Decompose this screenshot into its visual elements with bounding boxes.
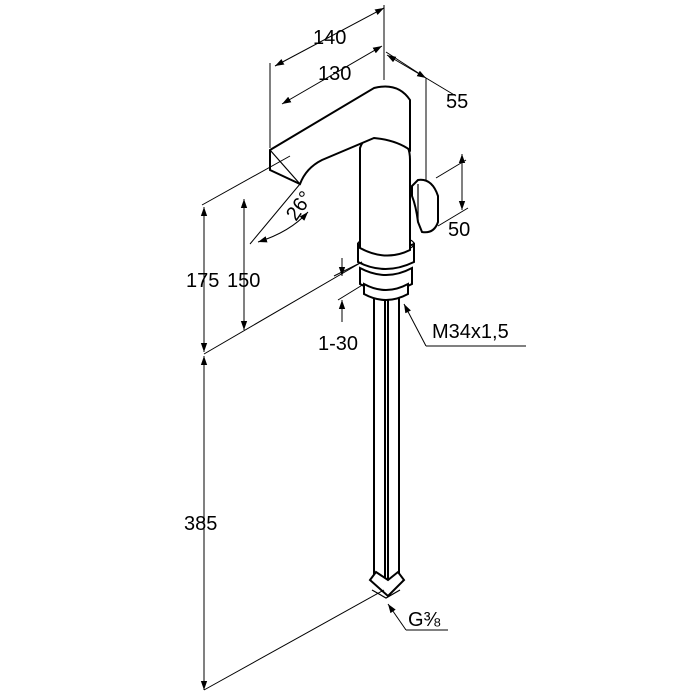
dim-reach-140: 140 [313, 27, 346, 49]
dim-hose-connection: G⅜ [408, 609, 441, 631]
dim-lever-depth-55: 55 [446, 91, 468, 113]
faucet-body [269, 85, 439, 599]
dim-spout-angle: 26° [282, 187, 317, 224]
dim-deck-thickness: 1-30 [318, 333, 358, 355]
dim-total-height-175: 175 [186, 270, 219, 292]
dim-hose-length-385: 385 [184, 513, 217, 535]
dim-reach-130: 130 [318, 63, 351, 85]
faucet-column [359, 132, 411, 257]
faucet-spout [269, 85, 411, 186]
supply-hoses [368, 297, 406, 599]
dim-spout-height-150: 150 [227, 270, 260, 292]
dimension-lines [200, 5, 526, 691]
dim-thread: M34x1,5 [432, 321, 509, 343]
dim-lever-height-50: 50 [448, 219, 470, 241]
mixer-lever [411, 178, 439, 234]
